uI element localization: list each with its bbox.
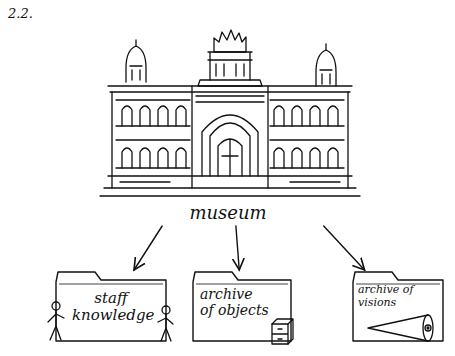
museum-building-stroke <box>210 123 250 176</box>
museum-building-stroke <box>116 100 190 126</box>
folder-box: archive of objects <box>192 270 292 342</box>
node-text: archive of visions <box>358 284 422 309</box>
museum-building-stroke <box>126 46 146 82</box>
museum-building-stroke <box>122 148 186 168</box>
folder-box: staff knowledge <box>55 270 167 342</box>
folder-edge <box>59 284 163 285</box>
folder-border <box>353 272 443 341</box>
museum-building-stroke <box>274 106 338 126</box>
museum-building-stroke <box>112 92 348 188</box>
node-text: staff knowledge <box>72 290 150 325</box>
folder-box: archive of visions <box>352 270 444 342</box>
museum-building-stroke <box>218 139 242 176</box>
filing-cabinet <box>272 319 293 344</box>
museum-building <box>100 30 360 196</box>
museum-building-stroke <box>208 52 252 80</box>
museum-building-stroke <box>274 148 338 168</box>
eye-cone-stroke <box>423 315 433 341</box>
eye-cone <box>368 315 433 341</box>
eye-cone-stroke <box>425 325 431 331</box>
folder-border <box>56 272 166 341</box>
eye-cone-stroke <box>368 315 428 341</box>
museum-building-stroke <box>192 86 268 188</box>
eye-cone-stroke <box>427 327 429 329</box>
node-text: archive of objects <box>200 286 270 318</box>
folder-border <box>193 272 291 341</box>
museum-building-stroke <box>122 106 186 126</box>
museum-building-stroke <box>120 181 340 182</box>
arrow-connector <box>134 226 162 270</box>
museum-building-stroke <box>130 40 142 80</box>
arrow-connector <box>236 226 239 270</box>
museum-building-stroke <box>320 44 332 84</box>
figure-number: 2.2. <box>8 6 33 21</box>
museum-building-stroke <box>198 80 262 86</box>
museum-building-stroke <box>270 140 344 168</box>
museum-building-stroke <box>108 86 352 92</box>
museum-building-stroke <box>216 64 244 76</box>
museum-node: museum <box>100 20 356 226</box>
folder-edge <box>196 284 288 285</box>
arrow-connector <box>324 226 365 270</box>
museum-building-stroke <box>202 115 258 176</box>
museum-building-stroke <box>270 100 344 126</box>
museum-building-stroke <box>316 50 336 86</box>
museum-building-stroke <box>214 30 246 52</box>
museum-building-stroke <box>196 96 264 102</box>
node-text: museum <box>100 203 356 224</box>
museum-building-stroke <box>100 176 360 196</box>
filing-cabinet-stroke <box>272 319 293 344</box>
museum-building-stroke <box>116 140 190 168</box>
